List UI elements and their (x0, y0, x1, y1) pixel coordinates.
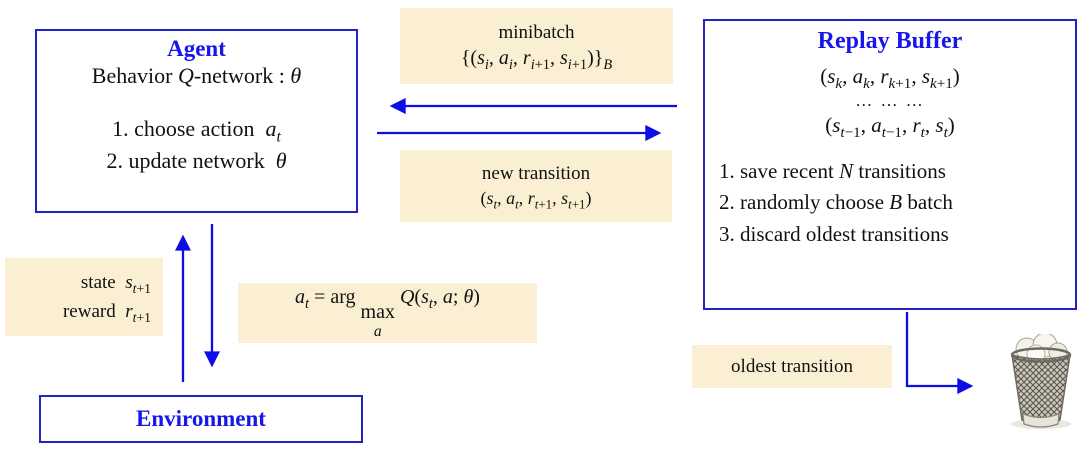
buffer-ellipsis: … … … (855, 91, 925, 111)
new-transition-label: new transition (st, at, rt+1, st+1) (400, 150, 672, 222)
replay-buffer-box: Replay Buffer (sk, ak, rk+1, sk+1) … … …… (703, 19, 1077, 310)
trash-icon (1010, 334, 1072, 429)
new-transition-formula: (st, at, rt+1, st+1) (480, 187, 592, 212)
minibatch-label: minibatch {(si, ai, ri+1, si+1)}B (400, 8, 673, 84)
buffer-entry-latest: (st−1, at−1, rt, st) (825, 113, 955, 142)
new-transition-title: new transition (481, 162, 591, 184)
reward-line: reward rt+1 (62, 301, 151, 325)
agent-title: Agent (167, 36, 226, 61)
agent-step-1: 1. choose action at (112, 116, 281, 146)
buffer-step-2: 2. randomly choose B batch (719, 190, 953, 215)
minibatch-formula: {(si, ai, ri+1, si+1)}B (460, 47, 613, 74)
minibatch-title: minibatch (498, 21, 575, 43)
oldest-transition-label: oldest transition (692, 345, 892, 388)
buffer-step-3: 3. discard oldest transitions (719, 221, 949, 246)
environment-title: Environment (136, 406, 266, 431)
oldest-transition-text: oldest transition (731, 355, 853, 377)
buffer-step-1: 1. save recent N transitions (719, 158, 946, 183)
state-reward-label: state st+1 reward rt+1 (5, 258, 163, 336)
agent-subtitle: Behavior Q-network : θ (91, 63, 302, 88)
replay-buffer-title: Replay Buffer (817, 28, 963, 54)
buffer-entry-recent: (sk, ak, rk+1, sk+1) (820, 64, 960, 93)
agent-step-2: 2. update network θ (106, 147, 287, 173)
discard-arrow (905, 312, 974, 395)
agent-box: Agent Behavior Q-network : θ 1. choose a… (35, 29, 358, 213)
state-line: state st+1 (80, 271, 151, 296)
environment-box: Environment (39, 395, 363, 443)
